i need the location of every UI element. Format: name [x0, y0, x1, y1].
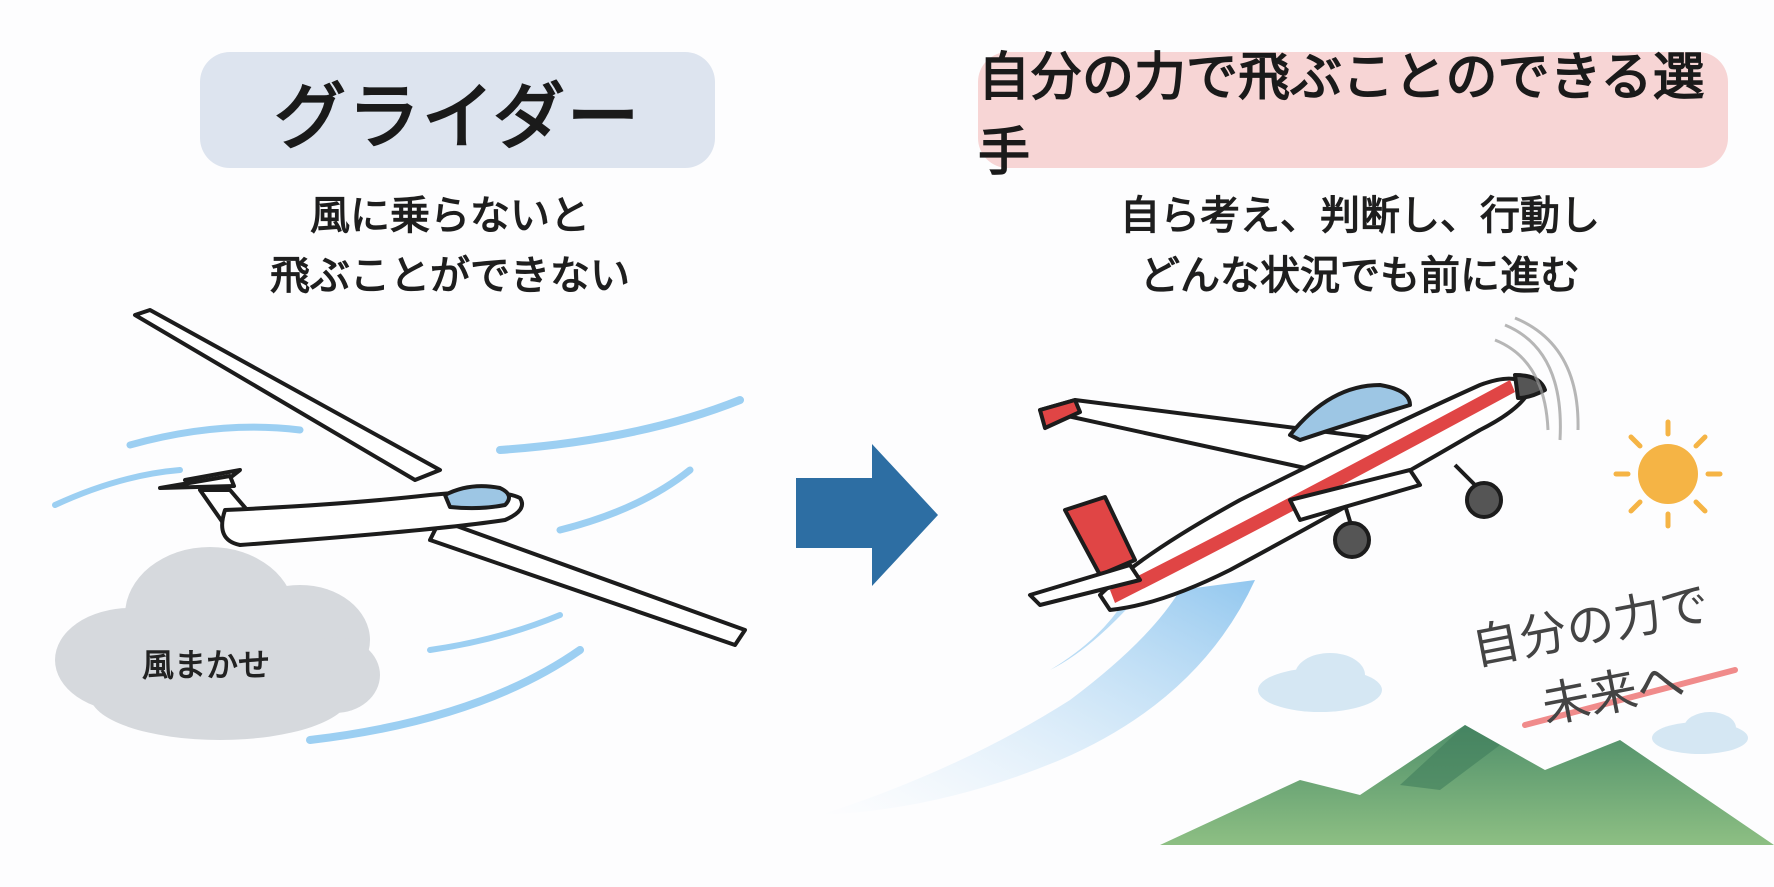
right-caption-line1: 自ら考え、判断し、行動し [1120, 193, 1600, 239]
mountain-icon [1160, 725, 1774, 845]
right-arrow-icon [796, 444, 938, 586]
right-title-pill [978, 52, 1728, 168]
left-title: グライダー [273, 74, 642, 159]
left-caption: 風に乗らないと 飛ぶことができない [180, 186, 720, 306]
cloud-icon [55, 547, 380, 740]
right-title: 自分の力で飛ぶことのできる選手 [978, 48, 1705, 183]
flight-trail [820, 580, 1255, 815]
propeller-icon [1494, 316, 1580, 441]
right-caption-line2: どんな状況でも前に進む [1140, 253, 1580, 299]
left-title-pill [200, 52, 715, 168]
cloud-label: 風まかせ [142, 646, 271, 684]
left-caption-line1: 風に乗らないと [310, 193, 590, 239]
left-caption-line2: 飛ぶことができない [270, 253, 630, 299]
airplane-icon [1028, 373, 1547, 612]
wind-lines-icon [52, 396, 744, 744]
underline-stroke [1522, 667, 1738, 728]
sun-icon [1613, 419, 1723, 529]
glider-icon [133, 308, 747, 647]
right-caption: 自ら考え、判断し、行動し どんな状況でも前に進む [1040, 186, 1680, 306]
cloud-icon [1258, 653, 1748, 754]
